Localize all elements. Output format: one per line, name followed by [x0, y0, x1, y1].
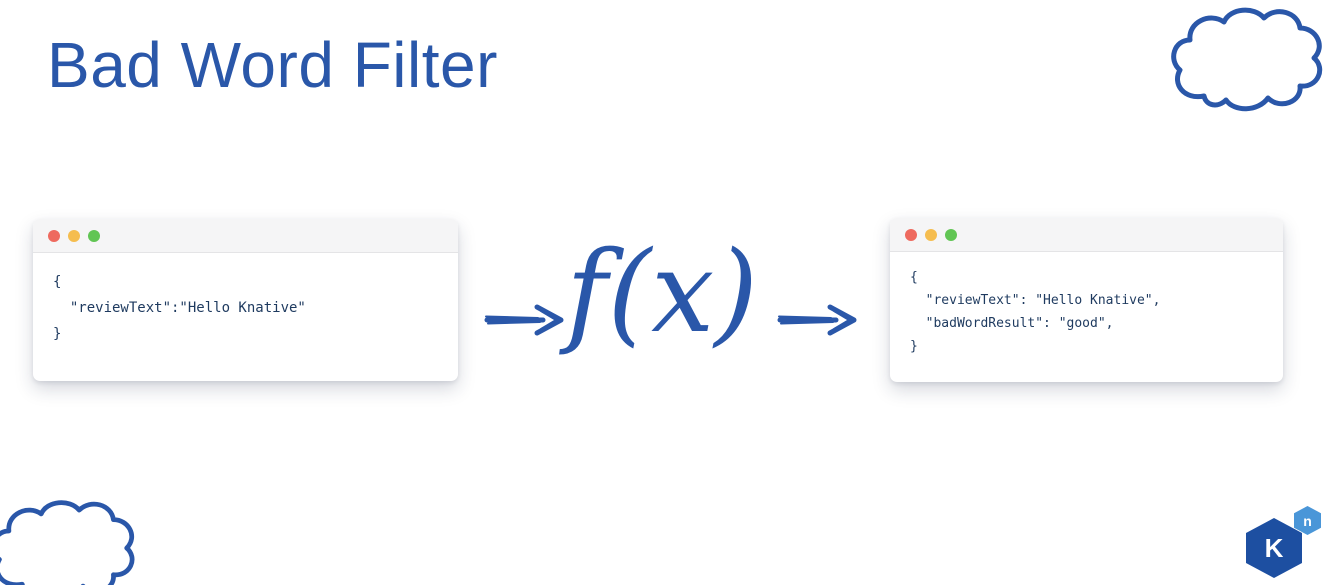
window-dot-yellow-icon	[925, 228, 937, 241]
code-line: }	[53, 326, 62, 342]
logo-hexagon-n: n	[1294, 506, 1321, 535]
window-dot-green-icon	[945, 228, 957, 241]
window-titlebar	[33, 219, 458, 253]
code-line: "reviewText":"Hello Knative"	[53, 300, 306, 316]
page-title: Bad Word Filter	[47, 29, 498, 101]
code-line: "reviewText": "Hello Knative",	[910, 293, 1161, 308]
code-body: { "reviewText": "Hello Knative", "badWor…	[890, 252, 1283, 358]
arrow-right-icon	[484, 304, 564, 336]
input-code-window: { "reviewText":"Hello Knative" }	[33, 219, 458, 381]
window-dot-green-icon	[88, 229, 100, 242]
code-line: {	[53, 274, 62, 290]
window-dot-red-icon	[905, 228, 917, 241]
code-body: { "reviewText":"Hello Knative" }	[33, 253, 458, 347]
cloud-icon	[0, 500, 135, 585]
arrow-right-icon	[777, 304, 857, 336]
code-line: }	[910, 339, 918, 354]
code-line: "badWordResult": "good",	[910, 316, 1114, 331]
output-code-window: { "reviewText": "Hello Knative", "badWor…	[890, 218, 1283, 382]
window-dot-yellow-icon	[68, 229, 80, 242]
function-label: f(x)	[566, 228, 759, 358]
window-dot-red-icon	[48, 229, 60, 242]
code-line: {	[910, 270, 918, 285]
window-titlebar	[890, 218, 1283, 252]
knative-logo: K n	[1246, 506, 1324, 580]
logo-letter-n: n	[1303, 512, 1312, 529]
cloud-icon	[1171, 7, 1323, 112]
logo-letter-k: K	[1264, 532, 1284, 563]
logo-hexagon-k: K	[1246, 518, 1302, 578]
